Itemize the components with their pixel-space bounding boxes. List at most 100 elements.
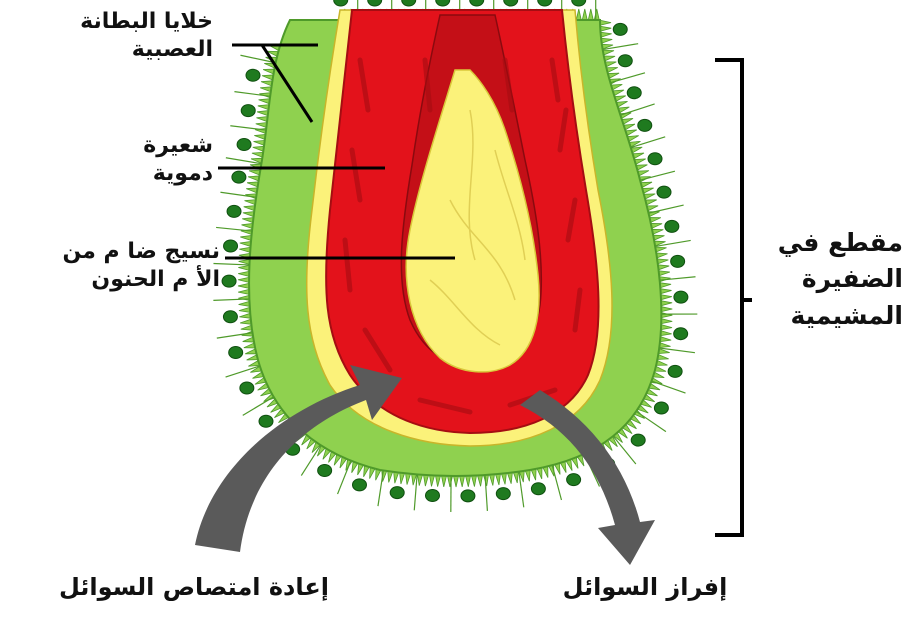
- cell-nucleus: [402, 0, 416, 6]
- microvillus: [238, 277, 249, 282]
- microvillus: [489, 474, 494, 485]
- microvillus: [394, 472, 399, 483]
- microvillus: [600, 20, 611, 25]
- section-bracket: [715, 60, 752, 535]
- label-section-line3: المشيمية: [778, 298, 903, 334]
- microvillus: [252, 152, 263, 157]
- cell-nucleus: [631, 434, 645, 446]
- cell-nucleus: [613, 23, 627, 35]
- microvillus: [243, 212, 254, 217]
- cell-nucleus: [572, 0, 586, 6]
- cell-nucleus: [240, 382, 254, 394]
- microvillus: [238, 265, 249, 270]
- cell-boundary: [230, 126, 266, 130]
- microvillus: [661, 325, 672, 330]
- microvillus: [436, 476, 441, 487]
- microvillus: [656, 253, 667, 258]
- microvillus: [661, 313, 672, 318]
- label-reabsorption: إعادة امتصاص السوائل: [24, 572, 364, 602]
- microvillus: [477, 475, 482, 486]
- cell-nucleus: [436, 0, 450, 6]
- microvillus: [448, 476, 453, 487]
- microvillus: [257, 111, 268, 116]
- cell-boundary: [338, 461, 351, 494]
- microvillus: [240, 319, 251, 324]
- cell-nucleus: [229, 346, 243, 358]
- microvillus: [525, 470, 530, 481]
- cell-nucleus: [246, 69, 260, 81]
- microvillus: [262, 75, 273, 80]
- cell-nucleus: [259, 415, 273, 427]
- microvillus: [658, 265, 669, 270]
- cell-nucleus: [627, 87, 641, 99]
- microvillus: [466, 476, 471, 487]
- microvillus: [240, 241, 251, 246]
- microvillus: [501, 473, 506, 484]
- microvillus: [495, 474, 500, 485]
- microvillus: [513, 472, 518, 483]
- cell-nucleus: [352, 479, 366, 491]
- microvillus: [460, 476, 465, 487]
- microvillus: [576, 9, 581, 20]
- cell-nucleus: [618, 55, 632, 67]
- microvillus: [430, 475, 435, 486]
- label-section-line1: مقطع في: [778, 225, 903, 261]
- label-capillary-line1: شعيرة: [143, 132, 213, 160]
- microvillus: [242, 224, 253, 229]
- microvillus: [254, 134, 265, 139]
- microvillus: [239, 259, 250, 264]
- label-pia-mater-line1: نسيج ضا م من: [62, 238, 220, 266]
- microvillus: [600, 26, 611, 31]
- microvillus: [253, 146, 264, 151]
- cell-nucleus: [668, 365, 682, 377]
- cell-nucleus: [531, 483, 545, 495]
- microvillus: [400, 473, 405, 484]
- label-section-line2: الضفيرة: [778, 261, 903, 297]
- cell-nucleus: [224, 240, 238, 252]
- microvillus: [239, 307, 250, 312]
- cell-nucleus: [425, 489, 439, 501]
- microvillus: [261, 81, 272, 86]
- label-ependymal-cells-line1: خلايا البطانة: [80, 8, 213, 36]
- cell-nucleus: [222, 275, 236, 287]
- cell-nucleus: [504, 0, 518, 6]
- microvillus: [238, 271, 249, 276]
- label-capillary: شعيرة دموية: [143, 132, 213, 187]
- microvillus: [661, 295, 672, 300]
- microvillus: [660, 337, 671, 342]
- label-section: مقطع في الضفيرة المشيمية: [778, 225, 903, 334]
- microvillus: [660, 289, 671, 294]
- microvillus: [454, 476, 459, 487]
- cell-nucleus: [538, 0, 552, 6]
- microvillus: [256, 117, 267, 122]
- cell-boundary: [378, 471, 383, 507]
- microvillus: [260, 87, 271, 92]
- cell-nucleus: [241, 105, 255, 117]
- microvillus: [247, 182, 258, 187]
- microvillus: [245, 200, 256, 205]
- cell-nucleus: [674, 328, 688, 340]
- microvillus: [240, 235, 251, 240]
- cell-nucleus: [671, 255, 685, 267]
- microvillus: [239, 247, 250, 252]
- microvillus: [659, 271, 670, 276]
- cell-boundary: [216, 227, 252, 231]
- microvillus: [657, 259, 668, 264]
- microvillus: [259, 99, 270, 104]
- cell-nucleus: [318, 464, 332, 476]
- microvillus: [248, 176, 259, 181]
- microvillus: [241, 325, 252, 330]
- microvillus: [661, 301, 672, 306]
- microvillus: [660, 283, 671, 288]
- microvillus: [256, 123, 267, 128]
- microvillus: [661, 307, 672, 312]
- cell-nucleus: [654, 402, 668, 414]
- microvillus: [582, 9, 587, 20]
- microvillus: [239, 313, 250, 318]
- microvillus: [254, 140, 265, 145]
- cell-nucleus: [648, 153, 662, 165]
- cell-nucleus: [227, 205, 241, 217]
- cell-nucleus: [232, 171, 246, 183]
- microvillus: [238, 289, 249, 294]
